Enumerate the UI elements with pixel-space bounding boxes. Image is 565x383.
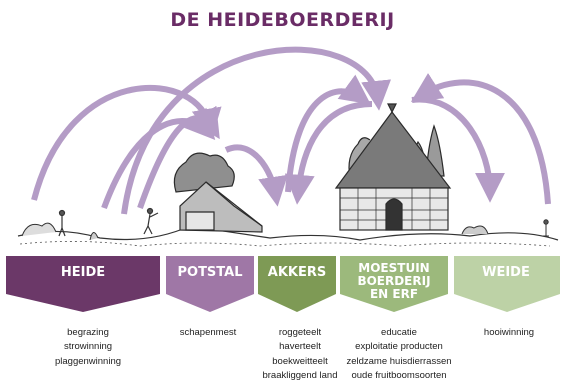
arrow-potstal-to-akkers	[224, 144, 288, 207]
ground-line	[17, 225, 559, 241]
list-item: zeldzame huisdierrassen	[346, 355, 452, 367]
grass-texture	[19, 241, 551, 247]
section-label-heide: HEIDE	[60, 265, 106, 280]
label-line: BOERDERIJ	[357, 274, 431, 288]
potstal-shed	[173, 152, 263, 233]
section-shape-akkers	[258, 256, 336, 312]
arrow-weide-to-farm	[410, 73, 551, 205]
list-item: hooiwinning	[483, 327, 535, 338]
list-item: haverteelt	[279, 341, 321, 353]
list-item: plaggenwinning	[54, 355, 122, 367]
section-items-potstal: schapenmest	[160, 326, 256, 340]
label-line: MOESTUIN	[358, 261, 430, 275]
section-shape-heide	[6, 256, 160, 312]
arrow-akkers-to-farm	[285, 74, 371, 193]
weide-figures	[461, 219, 549, 237]
section-label-weide: WEIDE	[482, 265, 530, 280]
list-item: exploitatie producten	[355, 341, 443, 353]
list-item: begrazing	[67, 327, 109, 338]
section-shape-potstal	[166, 256, 254, 312]
section-label-potstal: POTSTAL	[177, 265, 243, 280]
label-line: EN ERF	[369, 287, 419, 301]
section-items-akkers: roggeteelt haverteelt boekweitteelt braa…	[252, 326, 348, 383]
list-item: strowinning	[63, 341, 113, 353]
section-band	[6, 256, 560, 312]
list-item: roggeteelt	[278, 327, 322, 338]
list-item: educatie	[381, 327, 417, 338]
section-label-akkers: AKKERS	[267, 265, 327, 280]
worker-figure	[143, 207, 159, 235]
arrow-heide-to-farm-inner	[137, 105, 220, 209]
shepherd-figure	[58, 209, 66, 237]
list-item: boekweitteelt	[272, 355, 328, 367]
heide-shrubs	[21, 222, 99, 241]
list-item: oude fruitboomsoorten	[351, 369, 447, 381]
section-shape-moestuin	[340, 256, 448, 312]
section-label-moestuin: MOESTUIN BOERDERIJ EN ERF	[342, 262, 446, 301]
page-title: DE HEIDEBOERDERIJ	[170, 9, 395, 31]
section-shape-weide	[454, 256, 560, 312]
section-items-weide: hooiwinning	[462, 326, 556, 340]
farmhouse	[334, 103, 452, 231]
list-item: schapenmest	[179, 327, 237, 338]
arrow-heide-to-farm	[121, 46, 391, 215]
arrow-farm-to-akkers	[284, 101, 373, 205]
section-items-heide: begrazing strowinning plaggenwinning	[28, 326, 148, 369]
list-item: braakliggend land	[262, 369, 338, 381]
section-items-moestuin: educatie exploitatie producten zeldzame …	[340, 326, 458, 383]
